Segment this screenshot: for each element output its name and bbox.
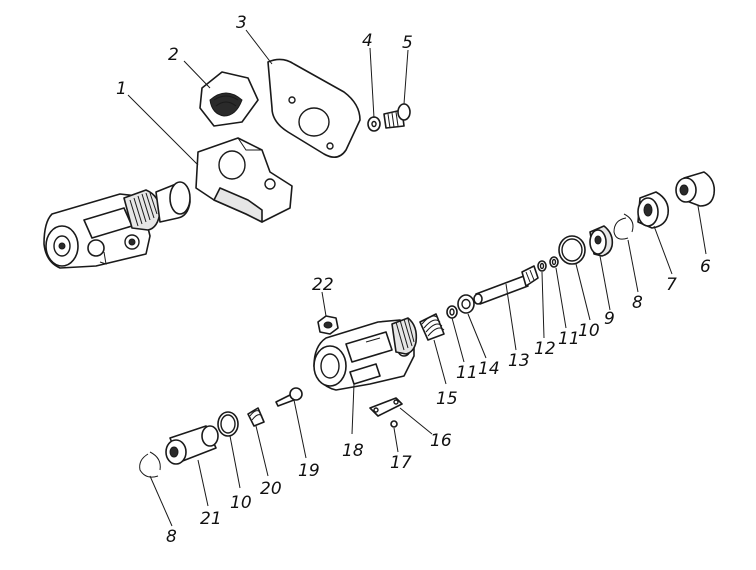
part-22-nut <box>317 315 339 335</box>
part-10-oring-upper <box>558 235 586 265</box>
callout-22: 22 <box>312 275 334 295</box>
part-11-ring-lower <box>446 305 458 319</box>
part-12-ring <box>537 260 547 272</box>
assembled-valve-upper <box>43 181 191 269</box>
part-1-bracket <box>195 137 293 223</box>
part-11-ring-upper <box>549 256 559 268</box>
part-21-piston <box>165 425 219 465</box>
part-17-screw <box>390 420 398 428</box>
callout-21: 21 <box>200 509 222 529</box>
part-6-end-cap <box>675 171 716 207</box>
callout-7: 7 <box>666 275 677 295</box>
callout-18: 18 <box>342 441 364 461</box>
callout-11-upper: 11 <box>558 329 580 349</box>
callout-12: 12 <box>534 339 556 359</box>
callout-8-upper: 8 <box>632 293 643 313</box>
part-20-spring <box>247 407 265 427</box>
callout-4: 4 <box>362 31 373 51</box>
callout-13: 13 <box>508 351 530 371</box>
part-2-nut <box>199 71 259 127</box>
part-16-cover-plate <box>369 397 403 417</box>
callout-6: 6 <box>700 257 711 277</box>
part-9-seat <box>589 225 614 257</box>
callout-17: 17 <box>390 453 412 473</box>
callout-10-lower: 10 <box>230 493 252 513</box>
part-10-oring-lower <box>217 411 239 437</box>
part-13-valve-stem <box>473 265 539 305</box>
callout-15: 15 <box>436 389 458 409</box>
part-8-circlip-upper <box>613 213 634 240</box>
callout-10-upper: 10 <box>578 321 600 341</box>
callout-11-lower: 11 <box>456 363 478 383</box>
callout-1: 1 <box>116 79 127 99</box>
callout-19: 19 <box>298 461 320 481</box>
callout-16: 16 <box>430 431 452 451</box>
part-18-valve-body <box>313 317 418 391</box>
part-3-gasket-plate <box>267 58 361 158</box>
callout-9: 9 <box>604 309 615 329</box>
part-8-circlip-lower <box>139 451 161 478</box>
part-14-washer <box>457 294 475 314</box>
callout-3: 3 <box>236 13 247 33</box>
callout-14: 14 <box>478 359 500 379</box>
part-15-spring <box>419 313 445 341</box>
callout-20: 20 <box>260 479 282 499</box>
leader-lines <box>127 29 707 527</box>
callout-8-lower: 8 <box>166 527 177 547</box>
callout-2: 2 <box>168 45 179 65</box>
callout-5: 5 <box>402 33 413 53</box>
callout-labels: 1 2 3 4 5 6 7 8 9 10 11 12 13 14 11 15 1… <box>116 13 711 547</box>
part-19-bolt <box>275 387 303 407</box>
part-4-washer <box>367 116 381 132</box>
part-5-bolt <box>383 103 411 129</box>
part-7-cap <box>637 191 670 229</box>
